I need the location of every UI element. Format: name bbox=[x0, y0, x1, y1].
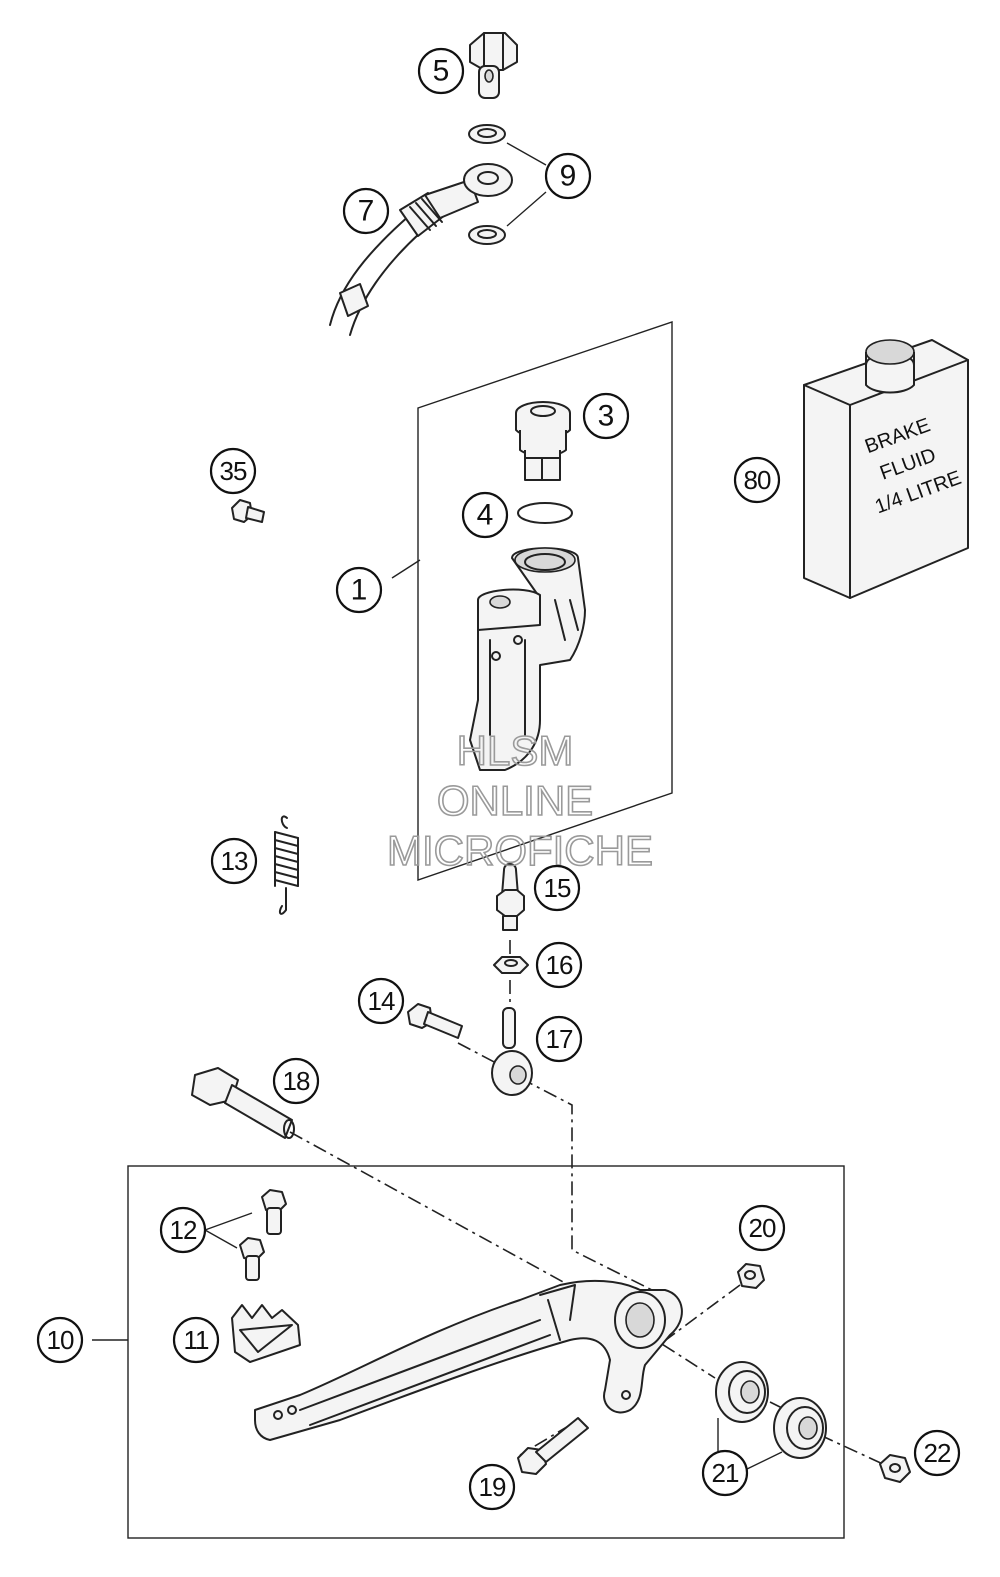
foot-peg bbox=[231, 1304, 301, 1363]
callout-12-label: 12 bbox=[170, 1215, 197, 1245]
lock-nut bbox=[493, 956, 529, 974]
bolt-12-lower bbox=[239, 1237, 265, 1281]
push-rod bbox=[496, 863, 525, 931]
callout-1: 1 bbox=[335, 566, 383, 614]
brake-hose bbox=[329, 163, 513, 336]
master-cylinder-group-frame bbox=[417, 321, 673, 881]
callout-16: 16 bbox=[535, 941, 583, 989]
callout-10-label: 10 bbox=[47, 1325, 74, 1355]
brake-fluid-can: BRAKE FLUID 1/4 LITRE bbox=[803, 339, 969, 599]
callout-13-label: 13 bbox=[221, 846, 248, 876]
callout-80: 80 bbox=[733, 456, 781, 504]
washer-upper bbox=[468, 124, 506, 144]
bearing-lower bbox=[773, 1397, 827, 1459]
callout-19: 19 bbox=[468, 1463, 516, 1511]
reservoir-fitting bbox=[515, 401, 571, 481]
watermark-line1: HLSM bbox=[457, 727, 574, 774]
callout-19-label: 19 bbox=[479, 1472, 506, 1502]
callout-20: 20 bbox=[738, 1204, 786, 1252]
callout-18: 18 bbox=[272, 1057, 320, 1105]
callout-35-label: 35 bbox=[220, 456, 247, 486]
callout-1-label: 1 bbox=[351, 574, 368, 607]
callout-20-label: 20 bbox=[749, 1213, 776, 1243]
bolt-14 bbox=[407, 1003, 463, 1039]
callout-10: 10 bbox=[36, 1316, 84, 1364]
callout-80-label: 80 bbox=[744, 465, 771, 495]
callout-16-label: 16 bbox=[546, 950, 573, 980]
callout-21-label: 21 bbox=[712, 1458, 739, 1488]
callout-12: 12 bbox=[159, 1206, 207, 1254]
callout-17: 17 bbox=[535, 1015, 583, 1063]
callout-4-label: 4 bbox=[477, 499, 494, 532]
bearing-upper bbox=[715, 1361, 769, 1423]
bolt-12-upper bbox=[261, 1189, 287, 1235]
callout-13: 13 bbox=[210, 837, 258, 885]
nut-22 bbox=[879, 1454, 911, 1483]
callout-3: 3 bbox=[582, 392, 630, 440]
bolt-19 bbox=[517, 1417, 589, 1475]
callout-15: 15 bbox=[533, 864, 581, 912]
brake-pedal-group-frame bbox=[127, 1165, 845, 1539]
callout-11: 11 bbox=[172, 1316, 220, 1364]
nut-20 bbox=[737, 1263, 765, 1289]
master-cylinder-body bbox=[469, 547, 586, 771]
callout-14: 14 bbox=[357, 977, 405, 1025]
callout-5-label: 5 bbox=[433, 55, 450, 88]
callout-21: 21 bbox=[701, 1449, 749, 1497]
callout-15-label: 15 bbox=[544, 873, 571, 903]
callout-14-label: 14 bbox=[368, 986, 395, 1016]
callout-3-label: 3 bbox=[598, 400, 615, 433]
watermark-line3: MICROFICHE bbox=[387, 827, 653, 874]
callout-18-label: 18 bbox=[283, 1066, 310, 1096]
watermark: HLSM ONLINE MICROFICHE bbox=[386, 726, 654, 875]
brake-pedal bbox=[254, 1279, 683, 1441]
callout-17-label: 17 bbox=[546, 1024, 573, 1054]
callout-9-label: 9 bbox=[560, 160, 577, 193]
clevis bbox=[491, 1007, 533, 1096]
callout-9: 9 bbox=[544, 152, 592, 200]
callout-11-label: 11 bbox=[184, 1325, 210, 1355]
callout-35: 35 bbox=[209, 447, 257, 495]
banjo-bolt bbox=[469, 32, 518, 99]
pivot-bolt bbox=[191, 1067, 295, 1139]
bolt-35 bbox=[231, 499, 265, 523]
o-ring bbox=[517, 502, 573, 524]
callout-22: 22 bbox=[913, 1429, 961, 1477]
callout-5: 5 bbox=[417, 47, 465, 95]
callout-7-label: 7 bbox=[358, 195, 375, 228]
callout-4: 4 bbox=[461, 491, 509, 539]
callout-7: 7 bbox=[342, 187, 390, 235]
washer-lower bbox=[468, 225, 506, 245]
callout-22-label: 22 bbox=[924, 1438, 951, 1468]
watermark-line2: ONLINE bbox=[437, 777, 593, 824]
return-spring bbox=[274, 815, 299, 915]
